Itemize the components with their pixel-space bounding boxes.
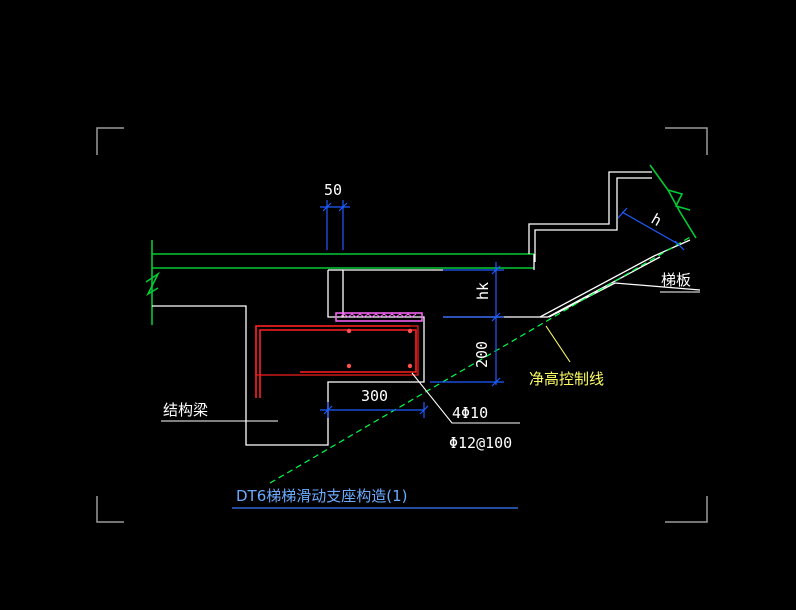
dimension-label-200: 200 [473,341,491,368]
leader-lines [161,291,700,424]
structural-beam-outline [152,269,443,446]
rebar-main-label: 4Φ10 [452,404,488,422]
stair-slab-label: 梯板 [661,271,691,289]
viewport-corner-marks [96,127,708,523]
sliding-bearing-pad [335,312,423,322]
rebar-cage [255,325,419,398]
rebar-dots [346,328,413,369]
stair-slab-sloped [443,239,701,318]
dimension-label-hk: hk [474,282,492,300]
dimension-label-h: h [648,210,665,230]
clear-height-control-line [269,235,693,484]
dimension-lines [320,200,685,418]
dimension-label-300: 300 [361,387,388,405]
landing-slab [145,164,697,325]
drawing-title: DT6梯梯滑动支座构造(1) [236,487,408,505]
rebar-stirrup-label: Φ12@100 [449,434,512,452]
clear-height-line-label: 净高控制线 [529,370,604,388]
dimension-label-50: 50 [324,181,342,199]
structural-beam-label: 结构梁 [163,401,208,419]
stair-steps-outline [528,171,652,270]
